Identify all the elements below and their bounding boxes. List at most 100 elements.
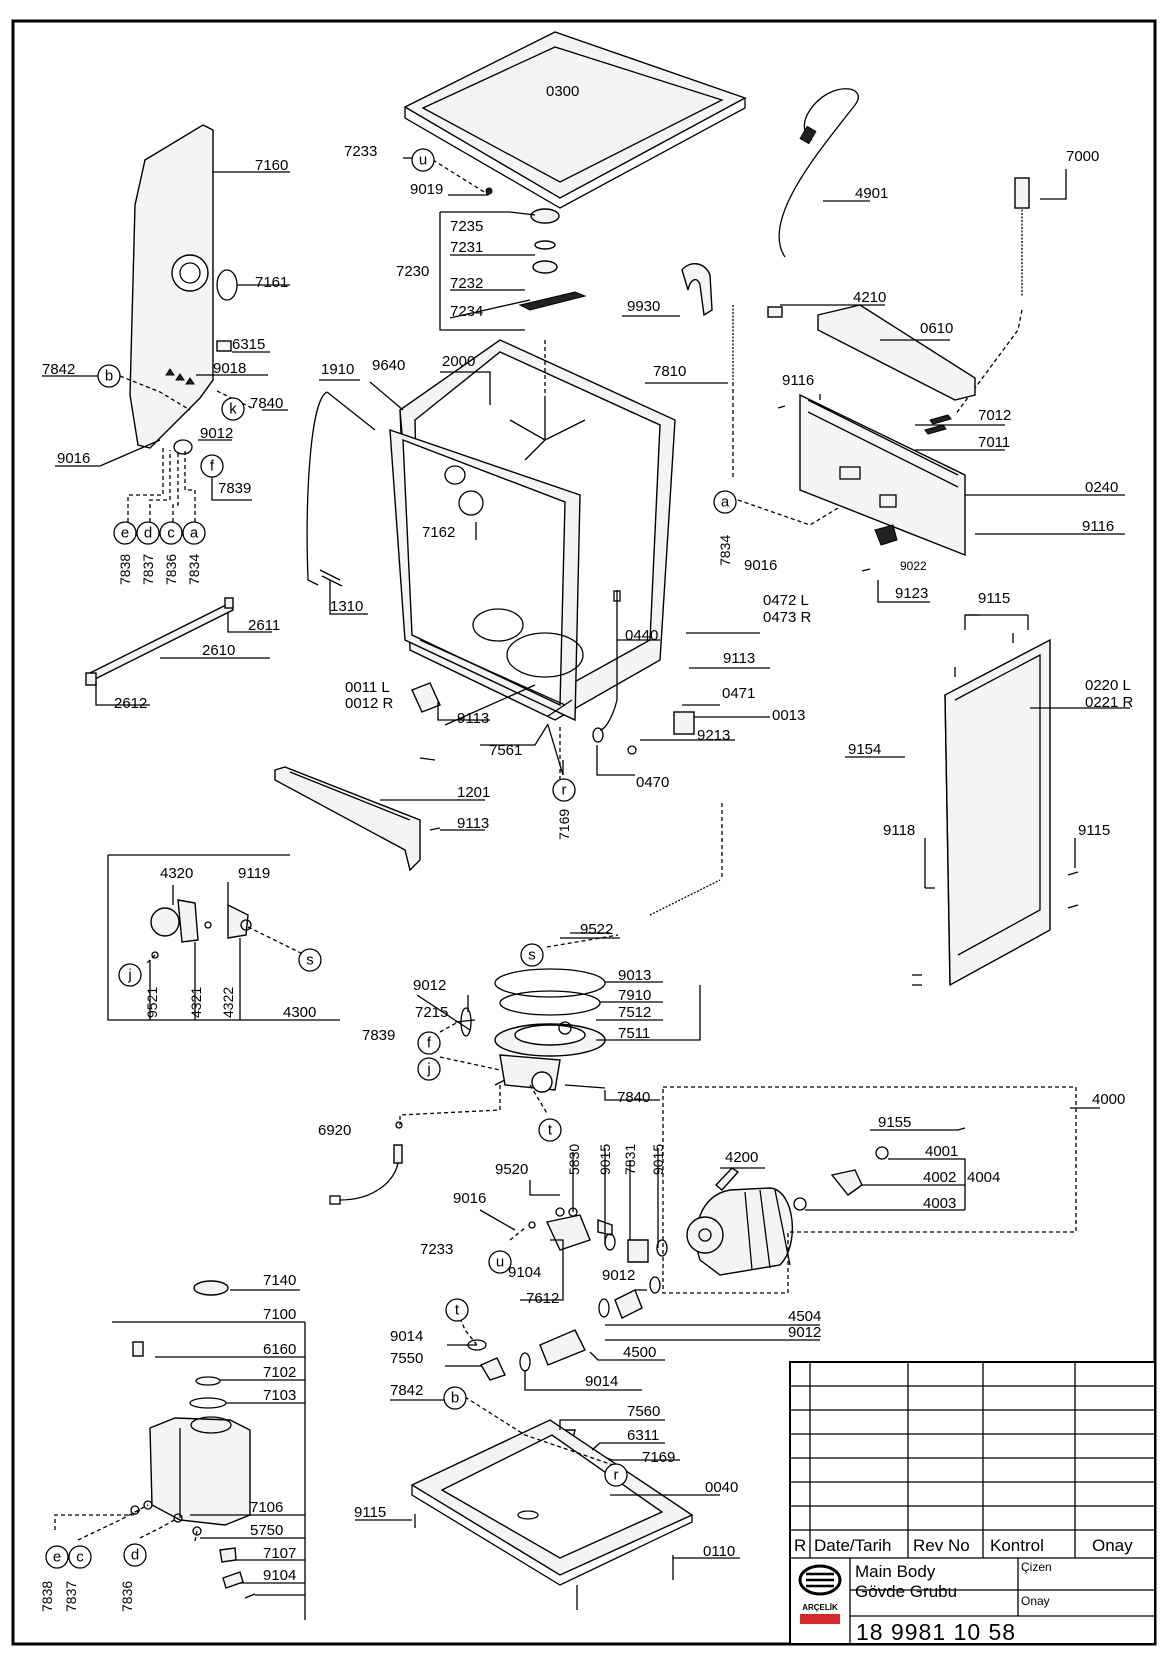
svg-text:j: j: [426, 1061, 430, 1078]
svg-text:k: k: [229, 401, 237, 418]
part-label: 4004: [967, 1169, 1000, 1186]
part-label: 4500: [623, 1344, 656, 1361]
part-label: 9018: [213, 360, 246, 377]
dashed-connectors: [54, 159, 1077, 1542]
part-label: 7233: [420, 1241, 453, 1258]
part-label: 1310: [330, 598, 363, 615]
callout-t-1: t: [538, 1118, 562, 1142]
svg-text:j: j: [127, 967, 131, 984]
part-label: 1201: [457, 784, 490, 801]
svg-text:c: c: [76, 1549, 84, 1566]
part-label: 7840: [617, 1089, 650, 1106]
svg-text:t: t: [548, 1122, 553, 1139]
svg-text:ARÇELİK: ARÇELİK: [802, 1603, 838, 1612]
part-label: 9113: [457, 815, 489, 832]
part-label: 9520: [495, 1161, 528, 1178]
part-label: 9016: [744, 557, 777, 574]
part-label-vertical: 7831: [622, 1144, 638, 1175]
part-label: 7103: [263, 1387, 296, 1404]
callout-a-1: a: [182, 521, 206, 545]
part-label: 2610: [202, 642, 235, 659]
part-label: 9014: [390, 1328, 423, 1345]
callout-k: k: [221, 397, 245, 421]
part-label: 9014: [585, 1373, 618, 1390]
part-label: 0040: [705, 1479, 738, 1496]
part-label: 7840: [250, 395, 283, 412]
title-block-approve-label: Onay: [1021, 1594, 1050, 1608]
part-label-vertical: 7837: [140, 554, 156, 585]
part-label: 6160: [263, 1341, 296, 1358]
callout-u-2: u: [488, 1250, 512, 1274]
title-block: R Date/Tarih Rev No Kontrol Onay Main Bo…: [789, 1361, 1156, 1645]
callout-r-2: r: [604, 1463, 628, 1487]
part-label: 7232: [450, 275, 483, 292]
part-label: 7233: [344, 143, 377, 160]
part-label: 9640: [372, 357, 405, 374]
part-label: 7161: [255, 274, 288, 291]
part-shapes: [85, 31, 1079, 1610]
part-label-vertical: 4322: [220, 987, 236, 1018]
part-label: 0473 R: [763, 609, 812, 626]
title-block-doc-number: 18 9981 10 58: [856, 1619, 1016, 1645]
part-label: 9012: [200, 425, 233, 442]
title-block-title-en: Main Body: [855, 1562, 936, 1581]
part-label: 1910: [321, 361, 354, 378]
callout-e-1: e: [113, 521, 137, 545]
part-label: 0110: [703, 1543, 735, 1560]
part-label-vertical: 7838: [39, 1581, 55, 1612]
part-label: 9012: [602, 1267, 635, 1284]
part-label: 7561: [489, 742, 522, 759]
part-label: 4200: [725, 1149, 758, 1166]
part-label: 7000: [1066, 148, 1099, 165]
part-label: 9113: [457, 710, 489, 727]
svg-text:b: b: [451, 1390, 459, 1407]
part-label: 9154: [848, 741, 881, 758]
arcelik-logo: ARÇELİK: [798, 1564, 842, 1624]
callout-f-1: f: [200, 454, 224, 478]
part-label: 9115: [1078, 822, 1110, 839]
part-label-vertical: 9015: [650, 1144, 666, 1175]
title-block-check-header: Kontrol: [990, 1536, 1044, 1555]
part-label: 0220 L: [1085, 677, 1131, 694]
part-label-vertical: 7834: [186, 554, 202, 585]
part-label: 0471: [722, 685, 755, 702]
part-label: 9116: [1082, 518, 1114, 535]
part-label: 9016: [57, 450, 90, 467]
part-label: 7107: [263, 1545, 296, 1562]
svg-text:f: f: [210, 458, 215, 475]
part-label: 7910: [618, 987, 651, 1004]
part-label-vertical: 4321: [188, 987, 204, 1018]
part-label: 7162: [422, 524, 455, 541]
part-label: 4001: [925, 1143, 958, 1160]
title-block-approve-header: Onay: [1092, 1536, 1133, 1555]
part-label: 9019: [410, 181, 443, 198]
callout-t-2: t: [445, 1298, 469, 1322]
callout-r-1: r: [552, 778, 576, 802]
part-label: 4504: [788, 1308, 821, 1325]
title-block-rev-header: Rev No: [913, 1536, 970, 1555]
part-label: 7169: [642, 1449, 675, 1466]
callout-b-2: b: [443, 1386, 467, 1410]
part-label: 0440: [625, 627, 658, 644]
part-label: 7550: [390, 1350, 423, 1367]
part-label: 7215: [415, 1004, 448, 1021]
part-label: 9013: [618, 967, 651, 984]
part-label: 7012: [978, 407, 1011, 424]
part-label: 9104: [508, 1264, 541, 1281]
svg-text:b: b: [105, 368, 113, 385]
svg-text:d: d: [131, 1547, 139, 1564]
part-label: 7842: [390, 1382, 423, 1399]
svg-text:s: s: [528, 947, 536, 964]
part-label-vertical: 7836: [163, 554, 179, 585]
part-label-vertical: 7836: [119, 1581, 135, 1612]
part-label: 7612: [526, 1290, 559, 1307]
part-label: 4210: [853, 289, 886, 306]
part-label: 9022: [900, 559, 927, 573]
part-label: 7235: [450, 218, 483, 235]
part-label: 7102: [263, 1364, 296, 1381]
svg-text:t: t: [455, 1302, 460, 1319]
part-label: 9930: [627, 298, 660, 315]
title-block-title-tr: Gövde Grubu: [855, 1582, 957, 1601]
part-label: 7511: [618, 1025, 650, 1042]
